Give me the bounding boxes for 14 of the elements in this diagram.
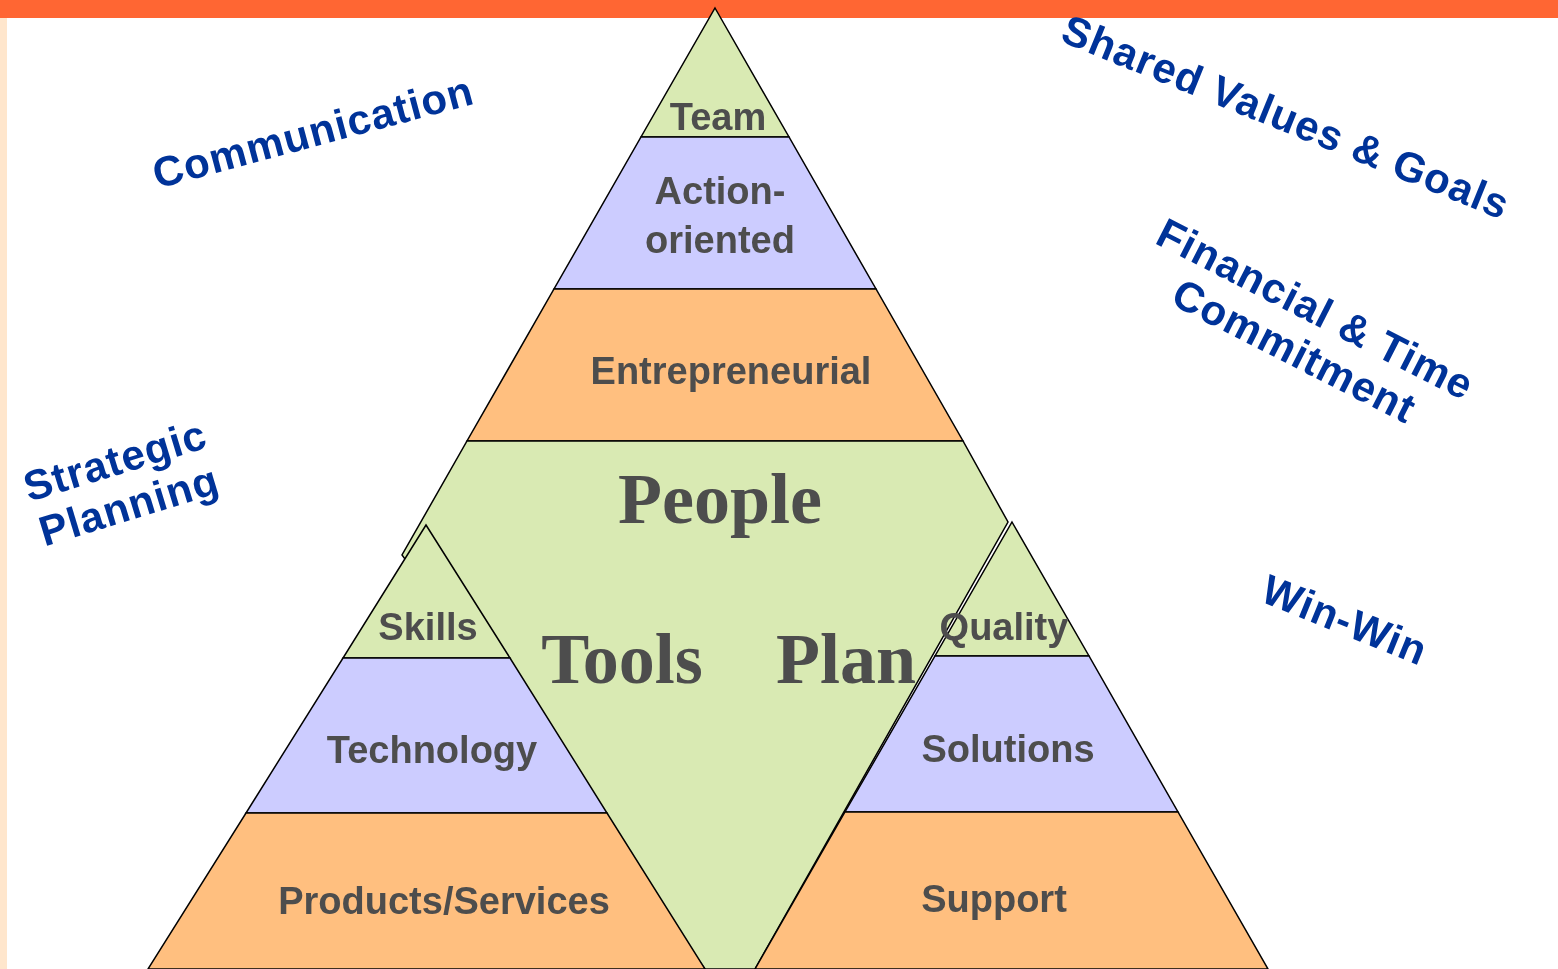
tier-label: Action-oriented [644,168,796,263]
tier-label: Support [921,877,1067,923]
pyramid-tier [554,137,876,289]
tier-label: Solutions [921,727,1095,773]
section-title: People [618,460,822,540]
tier-label: Skills [378,605,478,651]
section-title: Tools [541,620,703,700]
tier-label: Products/Services [278,879,610,925]
tier-label: Entrepreneurial [590,349,872,395]
tier-label: Team [669,95,767,141]
section-title: Plan [776,620,916,700]
pyramid-tier [148,813,705,969]
pyramid-tier [755,812,1268,969]
tier-label: Technology [326,728,538,774]
